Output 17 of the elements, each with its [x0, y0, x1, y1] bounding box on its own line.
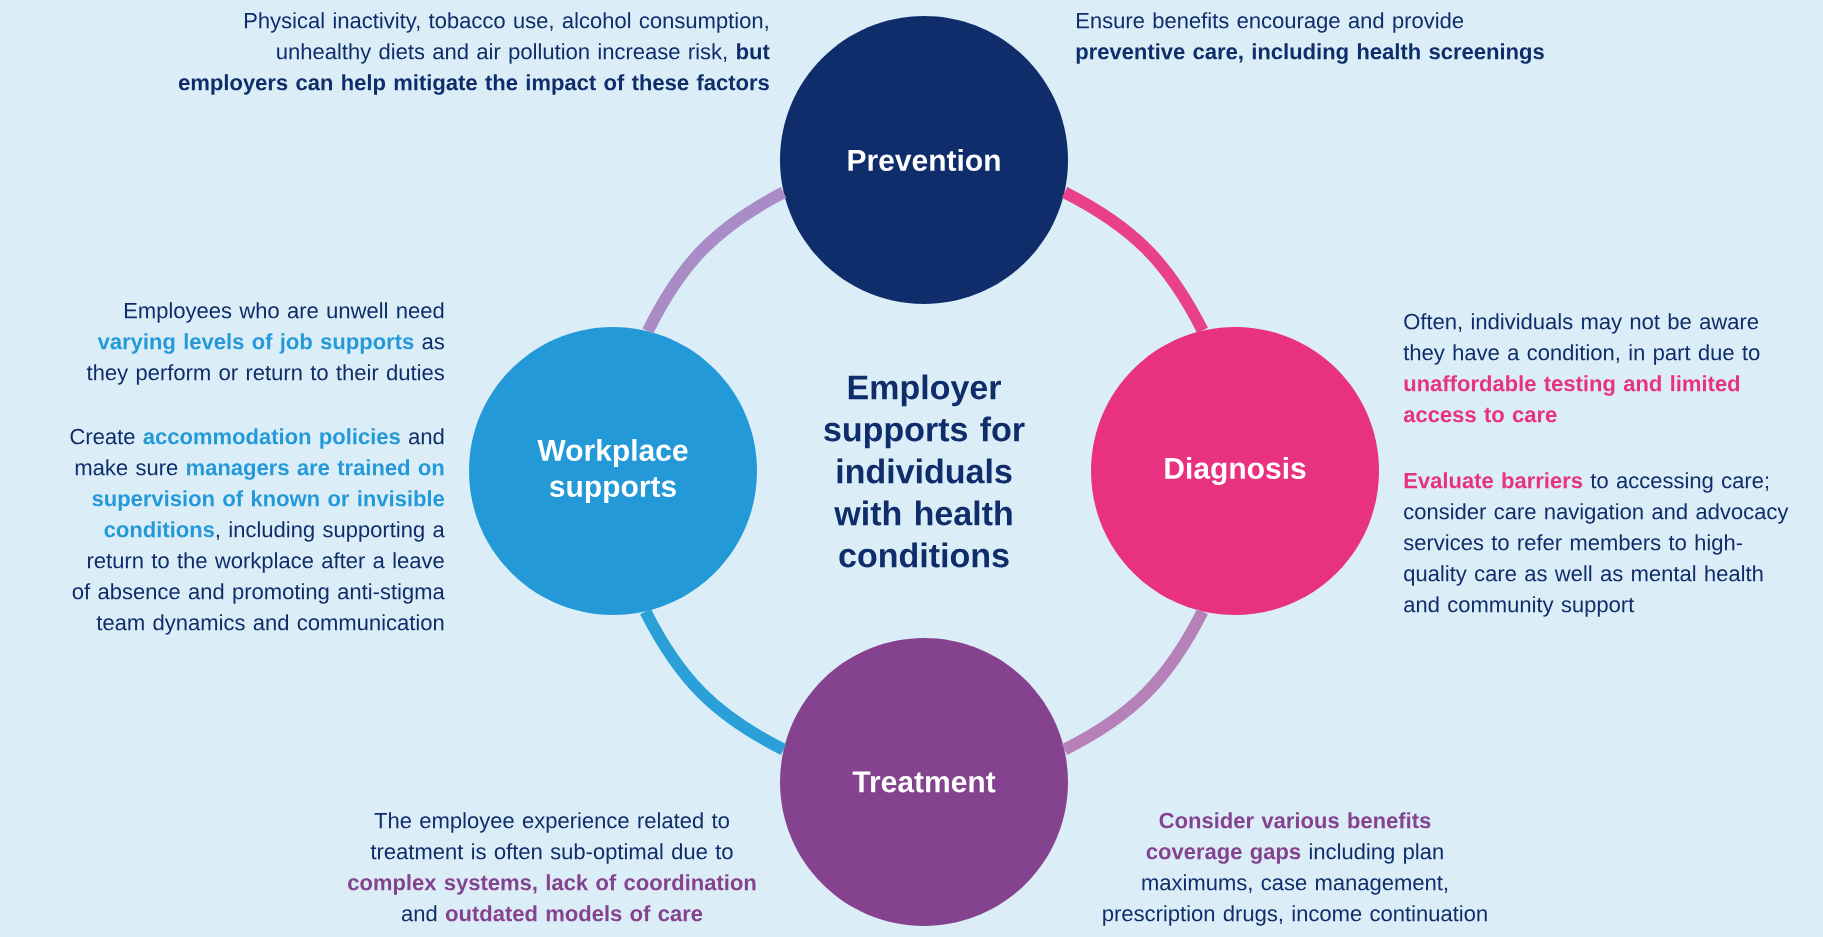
ring-arc — [1061, 187, 1208, 334]
center-title: Employer supports for individuals with health conditions — [824, 374, 1025, 568]
ring-arc — [1061, 608, 1208, 755]
description-text: Create accommodation policies and make sure managers are trained on supervision of known or invisible conditions, including supporting a return to the workplace after a leave of absence and promoting anti-stigma team dynamics and communication — [70, 428, 445, 635]
description-text: Consider various benefits coverage gaps including plan maximums, case management, prescription drugs, income continuation — [1103, 812, 1487, 926]
ring-arc — [642, 187, 787, 334]
description-text: Employees who are unwell need varying levels of job supports as they perform or return to their duties — [86, 302, 444, 385]
circle-node: Workplace supports — [469, 327, 757, 615]
description-text: Often, individuals may not be aware they have a condition, in part due to unaffordable testing and limited access to care — [1403, 313, 1760, 423]
circle-node: Treatment — [780, 638, 1068, 926]
description-text: Physical inactivity, tobacco use, alcohol consumption, unhealthy diets and air pollution increase risk, but employers can help mitigate the impact of these factors — [178, 12, 770, 95]
ring-arc — [640, 608, 787, 755]
description-text: Ensure benefits encourage and provide preventive care, including health screenings — [1076, 12, 1544, 64]
circle-node: Diagnosis — [1091, 327, 1379, 615]
description-text: The employee experience related to treatment is often sub-optimal due to complex systems, lack of coordination and outdated models of care — [348, 812, 756, 922]
circle-node: Prevention — [780, 16, 1068, 304]
description-text: Evaluate barriers to accessing care; consider care navigation and advocacy services to refer members to high-quality care as well as mental health and community support — [1403, 472, 1789, 617]
